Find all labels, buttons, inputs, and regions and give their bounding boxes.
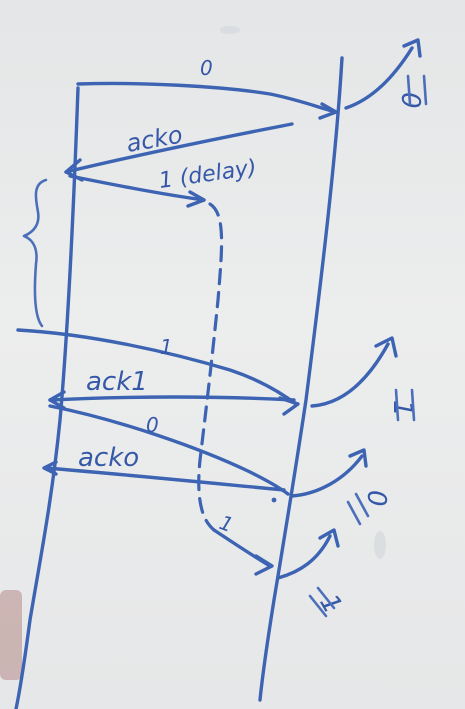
ink-dot [271, 497, 277, 503]
packet-0-second-label: 0 [146, 413, 159, 437]
late-packet-1-arrowhead [254, 554, 274, 576]
receiver-mark-1-late-equals [308, 586, 336, 618]
ack-1-arrow [48, 395, 296, 402]
deliver-arrow-2 [310, 342, 390, 408]
packet-1-retransmit-arrow [16, 328, 298, 406]
delayed-path [197, 202, 224, 532]
receiver-mark-0-second: 0 [361, 490, 391, 507]
packet-1-delay-arrowhead [186, 190, 206, 208]
packet-1-delay-label: 1 (delay) [157, 156, 258, 194]
ack-0-second-arrow [44, 466, 286, 492]
person-edge [0, 590, 22, 680]
packet-0-arrowhead [318, 102, 338, 120]
receiver-mark-0-second-equals [346, 492, 370, 526]
ack-0-label: acko [124, 121, 184, 158]
deliver-arrowhead-3 [348, 448, 368, 468]
ack-1-label: ack1 [86, 367, 148, 397]
packet-0-arrow [76, 81, 338, 114]
receiver-mark-1: 1 [387, 400, 417, 417]
timeout-brace [22, 178, 48, 328]
deliver-arrow-3 [290, 454, 364, 498]
receiver-timeline [258, 56, 344, 702]
deliver-arrow-1 [344, 46, 414, 110]
packet-1-retransmit-label: 1 [160, 335, 173, 359]
receiver-mark-0-equals [406, 74, 428, 106]
deliver-arrowhead-4 [318, 528, 340, 548]
ack-1-arrowhead [48, 390, 66, 410]
late-packet-1-label: 1 [216, 510, 236, 537]
sender-timeline [14, 86, 80, 709]
board-smudge [374, 531, 386, 559]
deliver-arrowhead-1 [402, 38, 422, 58]
board-smudge [220, 26, 240, 34]
ack-0-second-arrowhead [42, 460, 58, 476]
ack-0-second-label: acko [78, 443, 139, 473]
packet-0-second-arrow [48, 404, 290, 496]
packet-1-delay-arrow [68, 174, 206, 202]
deliver-arrowhead-2 [374, 336, 398, 358]
packet-0-label: 0 [200, 56, 213, 80]
ack-0-arrow [64, 122, 294, 174]
receiver-mark-1-equals [394, 388, 416, 422]
deliver-arrow-4 [276, 534, 332, 580]
